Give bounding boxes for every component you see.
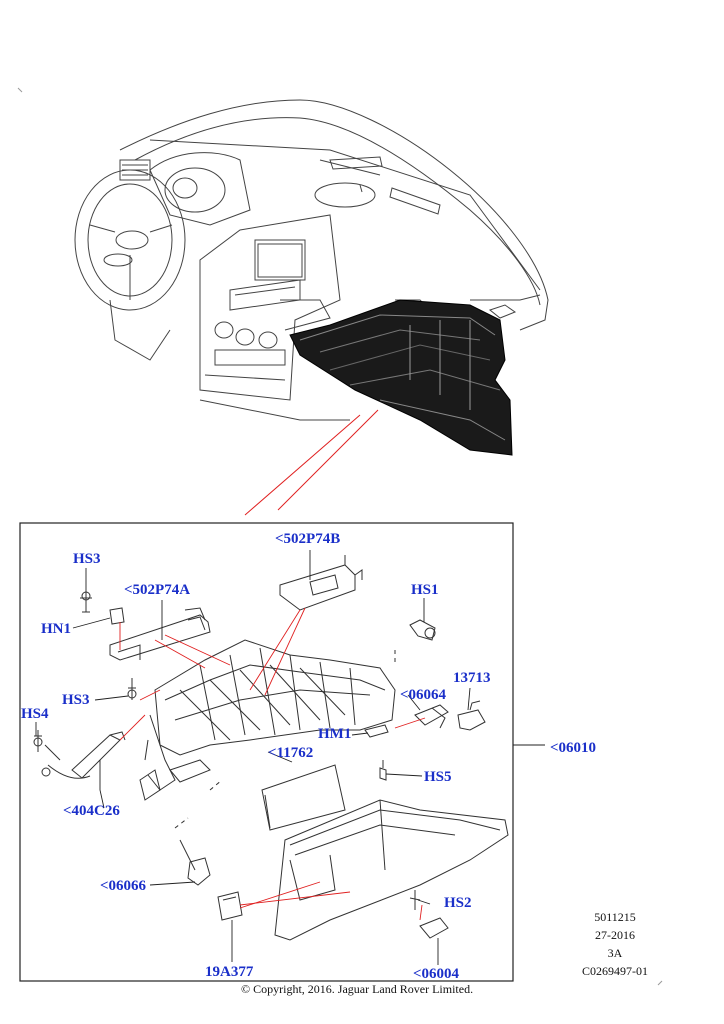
corner-mark [17,87,23,93]
callout-hs1: HS1 [411,582,439,598]
callout-hs5: HS5 [424,769,452,785]
copyright-notice: © Copyright, 2016. Jaguar Land Rover Lim… [241,982,474,996]
corner-mark [657,980,663,986]
callout-06064: <06064 [400,687,447,703]
callout-13713: 13713 [453,670,491,686]
detail-leader-lines [35,550,471,965]
overview-leader-lines [244,409,379,516]
callout-hm1: HM1 [318,726,352,742]
callout-19a377: 19A377 [205,964,254,980]
callout-hs3-mid: HS3 [62,692,90,708]
callout-hs3-top: HS3 [73,551,101,567]
callout-06010: <06010 [550,740,597,756]
callout-hs2: HS2 [444,895,472,911]
detail-parts [33,555,509,941]
detail-red-leaders [119,607,426,921]
callout-hs4: HS4 [21,706,49,722]
callout-06066: <06066 [100,878,147,894]
callout-502p74a: <502P74A [124,582,191,598]
dashboard-overview [74,99,549,421]
detail-frame [19,522,514,982]
image-code: C0269497-01 [582,964,648,978]
glovebox-highlight [289,299,513,456]
callout-502p74b: <502P74B [275,531,341,547]
date-code: 27-2016 [595,928,635,942]
callout-404c26: <404C26 [63,803,120,819]
callout-06004: <06004 [413,966,460,982]
callout-hn1: HN1 [41,621,71,637]
revision: 3A [607,946,623,960]
part-number: 5011215 [594,910,636,924]
callout-11762: <11762 [268,745,314,761]
